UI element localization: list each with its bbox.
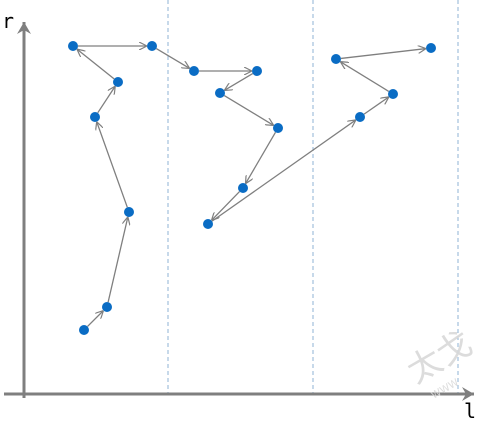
arrow-edge	[97, 123, 128, 208]
path-point	[147, 41, 157, 51]
column-dividers	[167, 0, 459, 394]
arrow-edge	[211, 120, 355, 222]
x-axis-label: l	[464, 399, 476, 423]
path-point	[68, 41, 78, 51]
arrow-edge	[107, 218, 128, 303]
path-point	[79, 325, 89, 335]
path-point	[273, 123, 283, 133]
path-point	[388, 89, 398, 99]
path-point	[355, 112, 365, 122]
path-point	[124, 207, 134, 217]
path-points	[68, 41, 436, 335]
path-point	[90, 112, 100, 122]
path-point	[203, 219, 213, 229]
arrow-edge	[155, 47, 189, 68]
arrow-edge	[212, 191, 240, 220]
y-axis-label: r	[2, 9, 14, 33]
path-point	[189, 66, 199, 76]
arrow-edge	[340, 49, 425, 60]
path-arrows	[78, 46, 425, 327]
path-point	[238, 183, 248, 193]
path-point	[102, 302, 112, 312]
path-point	[426, 43, 436, 53]
arrow-edge	[223, 95, 273, 125]
arrow-edge	[225, 72, 254, 90]
path-point	[113, 77, 123, 87]
arrow-edge	[341, 62, 390, 92]
path-point	[252, 66, 262, 76]
arrow-edge	[363, 97, 388, 115]
watermark-text: 太戈	[400, 323, 479, 392]
arrow-edge	[246, 131, 277, 182]
path-point	[331, 54, 341, 64]
arrow-edge	[97, 87, 115, 114]
arrow-edge	[87, 311, 103, 327]
arrow-edge	[78, 50, 115, 80]
path-point	[215, 88, 225, 98]
